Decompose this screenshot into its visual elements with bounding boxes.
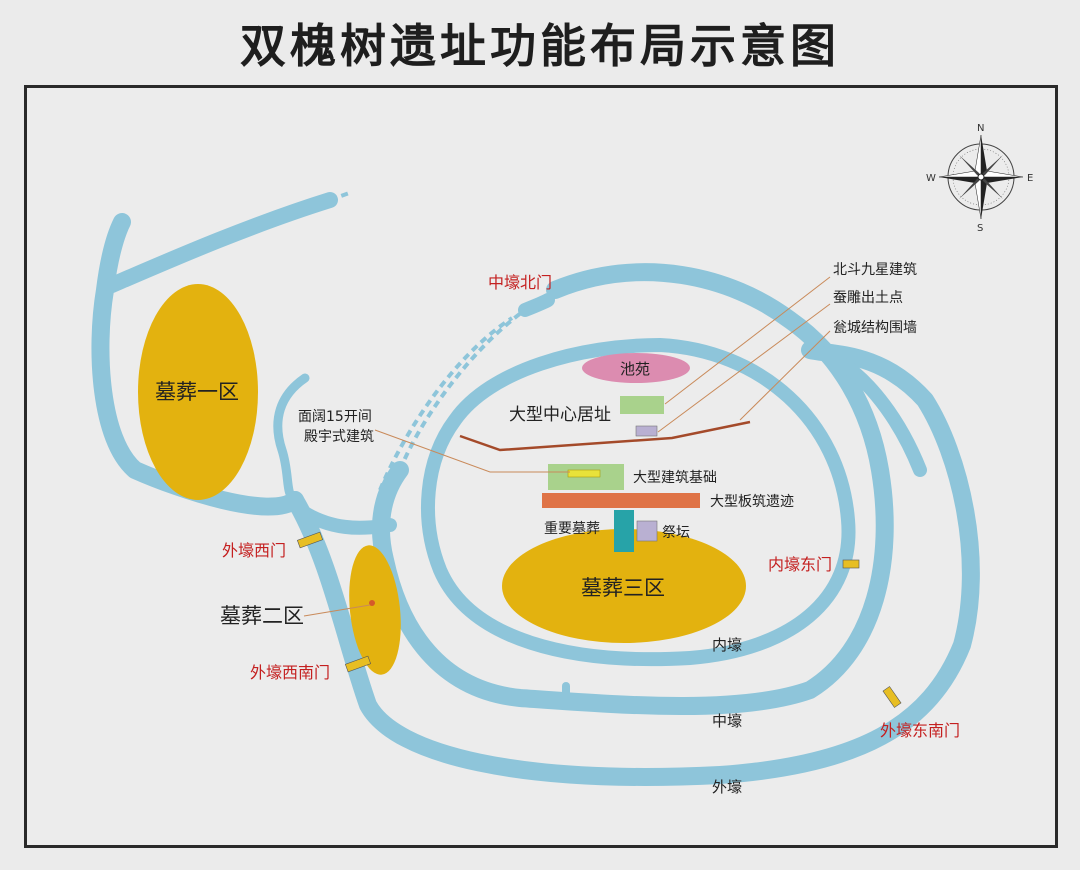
burial-zone-2-marker <box>369 600 375 606</box>
leader-burial-2 <box>303 604 371 617</box>
burial-zone-1 <box>138 284 258 500</box>
label-silkworm: 蚕雕出土点 <box>833 290 903 306</box>
silkworm-block <box>635 425 658 437</box>
label-burial-2: 墓葬二区 <box>220 604 304 628</box>
middle-moat-north-stub <box>518 293 555 317</box>
compass-s: S <box>977 223 983 234</box>
leader-palace <box>374 429 570 473</box>
compass-w: W <box>926 173 936 184</box>
label-middle-moat: 中壕 <box>712 712 742 730</box>
middle-moat <box>371 263 894 715</box>
label-central-residence: 大型中心居址 <box>509 405 611 425</box>
label-pond: 池苑 <box>620 360 650 378</box>
burial-zone-2 <box>349 545 401 675</box>
label-palace: 殿宇式建筑 <box>304 429 374 445</box>
northwest-channel <box>104 192 338 293</box>
label-gate-outer-west: 外壕西门 <box>222 541 286 560</box>
water-features <box>91 190 980 786</box>
label-gate-outer-southwest: 外壕西南门 <box>250 663 330 682</box>
label-important-tomb: 重要墓葬 <box>544 521 600 537</box>
west-channel <box>91 213 304 516</box>
label-burial-3: 墓葬三区 <box>581 576 665 600</box>
label-altar: 祭坛 <box>662 525 690 541</box>
label-gate-inner-east: 内壕东门 <box>768 555 832 574</box>
altar-block <box>636 520 658 542</box>
outer-moat <box>286 341 980 786</box>
central-residence-block <box>620 396 664 414</box>
label-burial-1: 墓葬一区 <box>155 380 239 404</box>
inner-moat <box>421 338 856 667</box>
west-channel-faint <box>116 213 128 230</box>
label-gate-middle-north: 中壕北门 <box>488 273 552 292</box>
middle-moat-west-faint <box>398 308 527 471</box>
label-inner-moat: 内壕 <box>712 636 742 654</box>
leader-big-dipper <box>664 276 831 405</box>
compass-rose: N S E W <box>926 123 1033 234</box>
label-hall-15: 面阔15开间 <box>298 409 372 425</box>
east-loop <box>803 343 927 477</box>
gate-inner-east <box>842 559 860 569</box>
label-big-dipper: 北斗九星建筑 <box>833 262 917 278</box>
compass-n: N <box>977 123 984 134</box>
rammed-earth-bar <box>542 493 700 508</box>
wengcheng-wall <box>459 420 751 452</box>
burial-zone-3 <box>502 529 746 643</box>
important-tomb <box>614 510 634 552</box>
label-foundation: 大型建筑基础 <box>633 469 717 486</box>
pond <box>582 353 690 383</box>
map-title: 双槐树遗址功能布局示意图 <box>240 19 840 73</box>
gate-outer-southwest <box>344 655 372 673</box>
leader-wengcheng <box>739 330 831 421</box>
northwest-channel-faint <box>329 190 353 202</box>
gate-outer-southeast <box>882 686 902 708</box>
foundation-inner <box>567 469 601 478</box>
small-creek <box>273 373 310 505</box>
compass-e: E <box>1027 173 1033 184</box>
label-gate-outer-southeast: 外壕东南门 <box>880 721 960 740</box>
middle-moat-west-faint-2 <box>378 316 514 491</box>
label-outer-moat: 外壕 <box>712 778 742 796</box>
gate-outer-west <box>296 531 324 549</box>
label-wengcheng: 瓮城结构围墙 <box>833 320 917 336</box>
leader-silkworm <box>657 303 831 433</box>
label-rammed-earth: 大型板筑遗迹 <box>710 494 794 510</box>
